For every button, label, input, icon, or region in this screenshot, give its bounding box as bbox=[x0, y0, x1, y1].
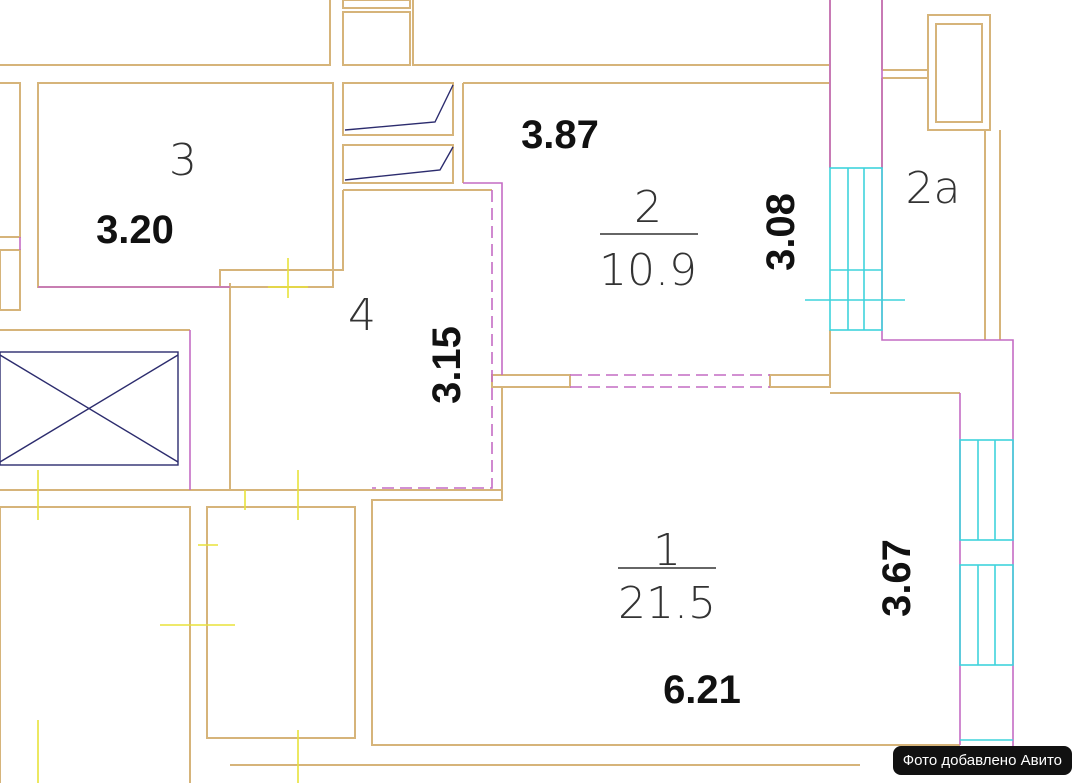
axis-markers bbox=[37, 258, 308, 783]
room-4-number: 4 bbox=[348, 290, 376, 341]
room-1-area: 21.5 bbox=[618, 578, 716, 629]
room-2-number: 2 bbox=[634, 182, 662, 233]
room-1-width: 3.67 bbox=[875, 539, 919, 617]
room-1-length: 6.21 bbox=[663, 668, 741, 712]
elevator-shaft bbox=[0, 84, 454, 466]
room-2-length: 3.08 bbox=[759, 193, 803, 271]
room-3-dimension: 3.20 bbox=[96, 208, 174, 252]
room-2a-number: 2a bbox=[906, 163, 961, 214]
room-3-number: 3 bbox=[169, 135, 197, 186]
watermark-badge: Фото добавлено Авито bbox=[892, 746, 1072, 775]
room-2-width: 3.87 bbox=[521, 113, 599, 157]
room-4-dimension: 3.15 bbox=[425, 326, 469, 404]
room-2-area: 10.9 bbox=[599, 245, 697, 296]
walls bbox=[0, 0, 1001, 783]
windows bbox=[805, 167, 1014, 741]
partitions bbox=[19, 0, 1014, 760]
